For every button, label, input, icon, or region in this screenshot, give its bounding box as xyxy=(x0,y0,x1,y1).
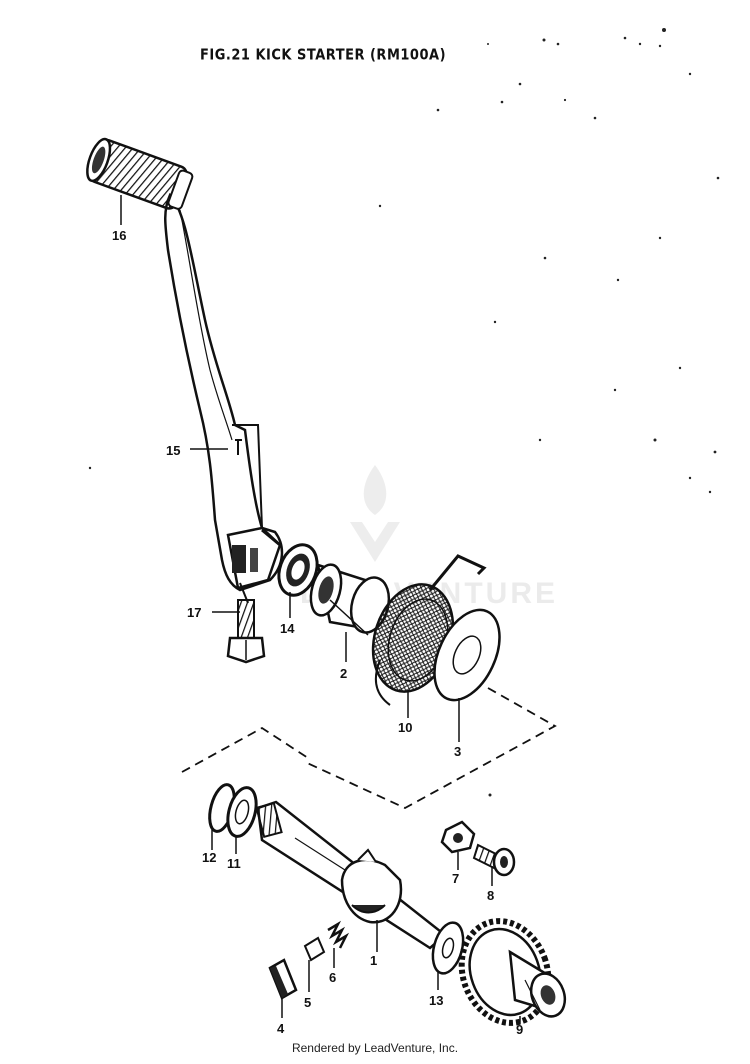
kick-shaft xyxy=(255,800,447,950)
callout-2: 2 xyxy=(340,666,347,681)
callout-15: 15 xyxy=(166,443,180,458)
spring-guide xyxy=(309,563,391,636)
callout-6: 6 xyxy=(329,970,336,985)
washer-3 xyxy=(433,608,501,702)
callout-13: 13 xyxy=(429,993,443,1008)
washer-11 xyxy=(226,786,258,838)
assembly-guide-lines xyxy=(181,687,557,810)
callout-11: 11 xyxy=(227,856,241,871)
figure-title: FIG.21 KICK STARTER (RM100A) xyxy=(200,46,447,65)
callout-labels: 1 2 3 4 5 6 7 8 9 10 11 12 13 14 15 16 1… xyxy=(112,228,523,1037)
pawl-plate xyxy=(268,958,298,1000)
callout-16: 16 xyxy=(112,228,126,243)
callout-14: 14 xyxy=(280,621,295,636)
callout-10: 10 xyxy=(398,720,412,735)
callout-7: 7 xyxy=(452,871,459,886)
callout-5: 5 xyxy=(304,995,311,1010)
callout-9: 9 xyxy=(516,1022,523,1037)
oil-seal xyxy=(277,543,319,597)
leader-lines xyxy=(120,195,521,1024)
lever-grip xyxy=(86,137,194,210)
callout-8: 8 xyxy=(487,888,494,903)
pawl-spring xyxy=(327,920,350,949)
stopper-bolt xyxy=(472,843,516,877)
kick-lever xyxy=(164,192,284,604)
callout-4: 4 xyxy=(277,1021,285,1036)
callout-1: 1 xyxy=(370,953,377,968)
stopper xyxy=(440,820,476,854)
callout-17: 17 xyxy=(187,605,201,620)
scan-specks xyxy=(88,28,720,797)
kick-idle-gear xyxy=(458,918,567,1026)
lever-bolt xyxy=(226,599,266,664)
return-spring xyxy=(371,554,487,706)
render-credit: Rendered by LeadVenture, Inc. xyxy=(291,1041,459,1055)
callout-12: 12 xyxy=(202,850,216,865)
callout-3: 3 xyxy=(454,744,461,759)
pawl-pin xyxy=(303,936,326,962)
